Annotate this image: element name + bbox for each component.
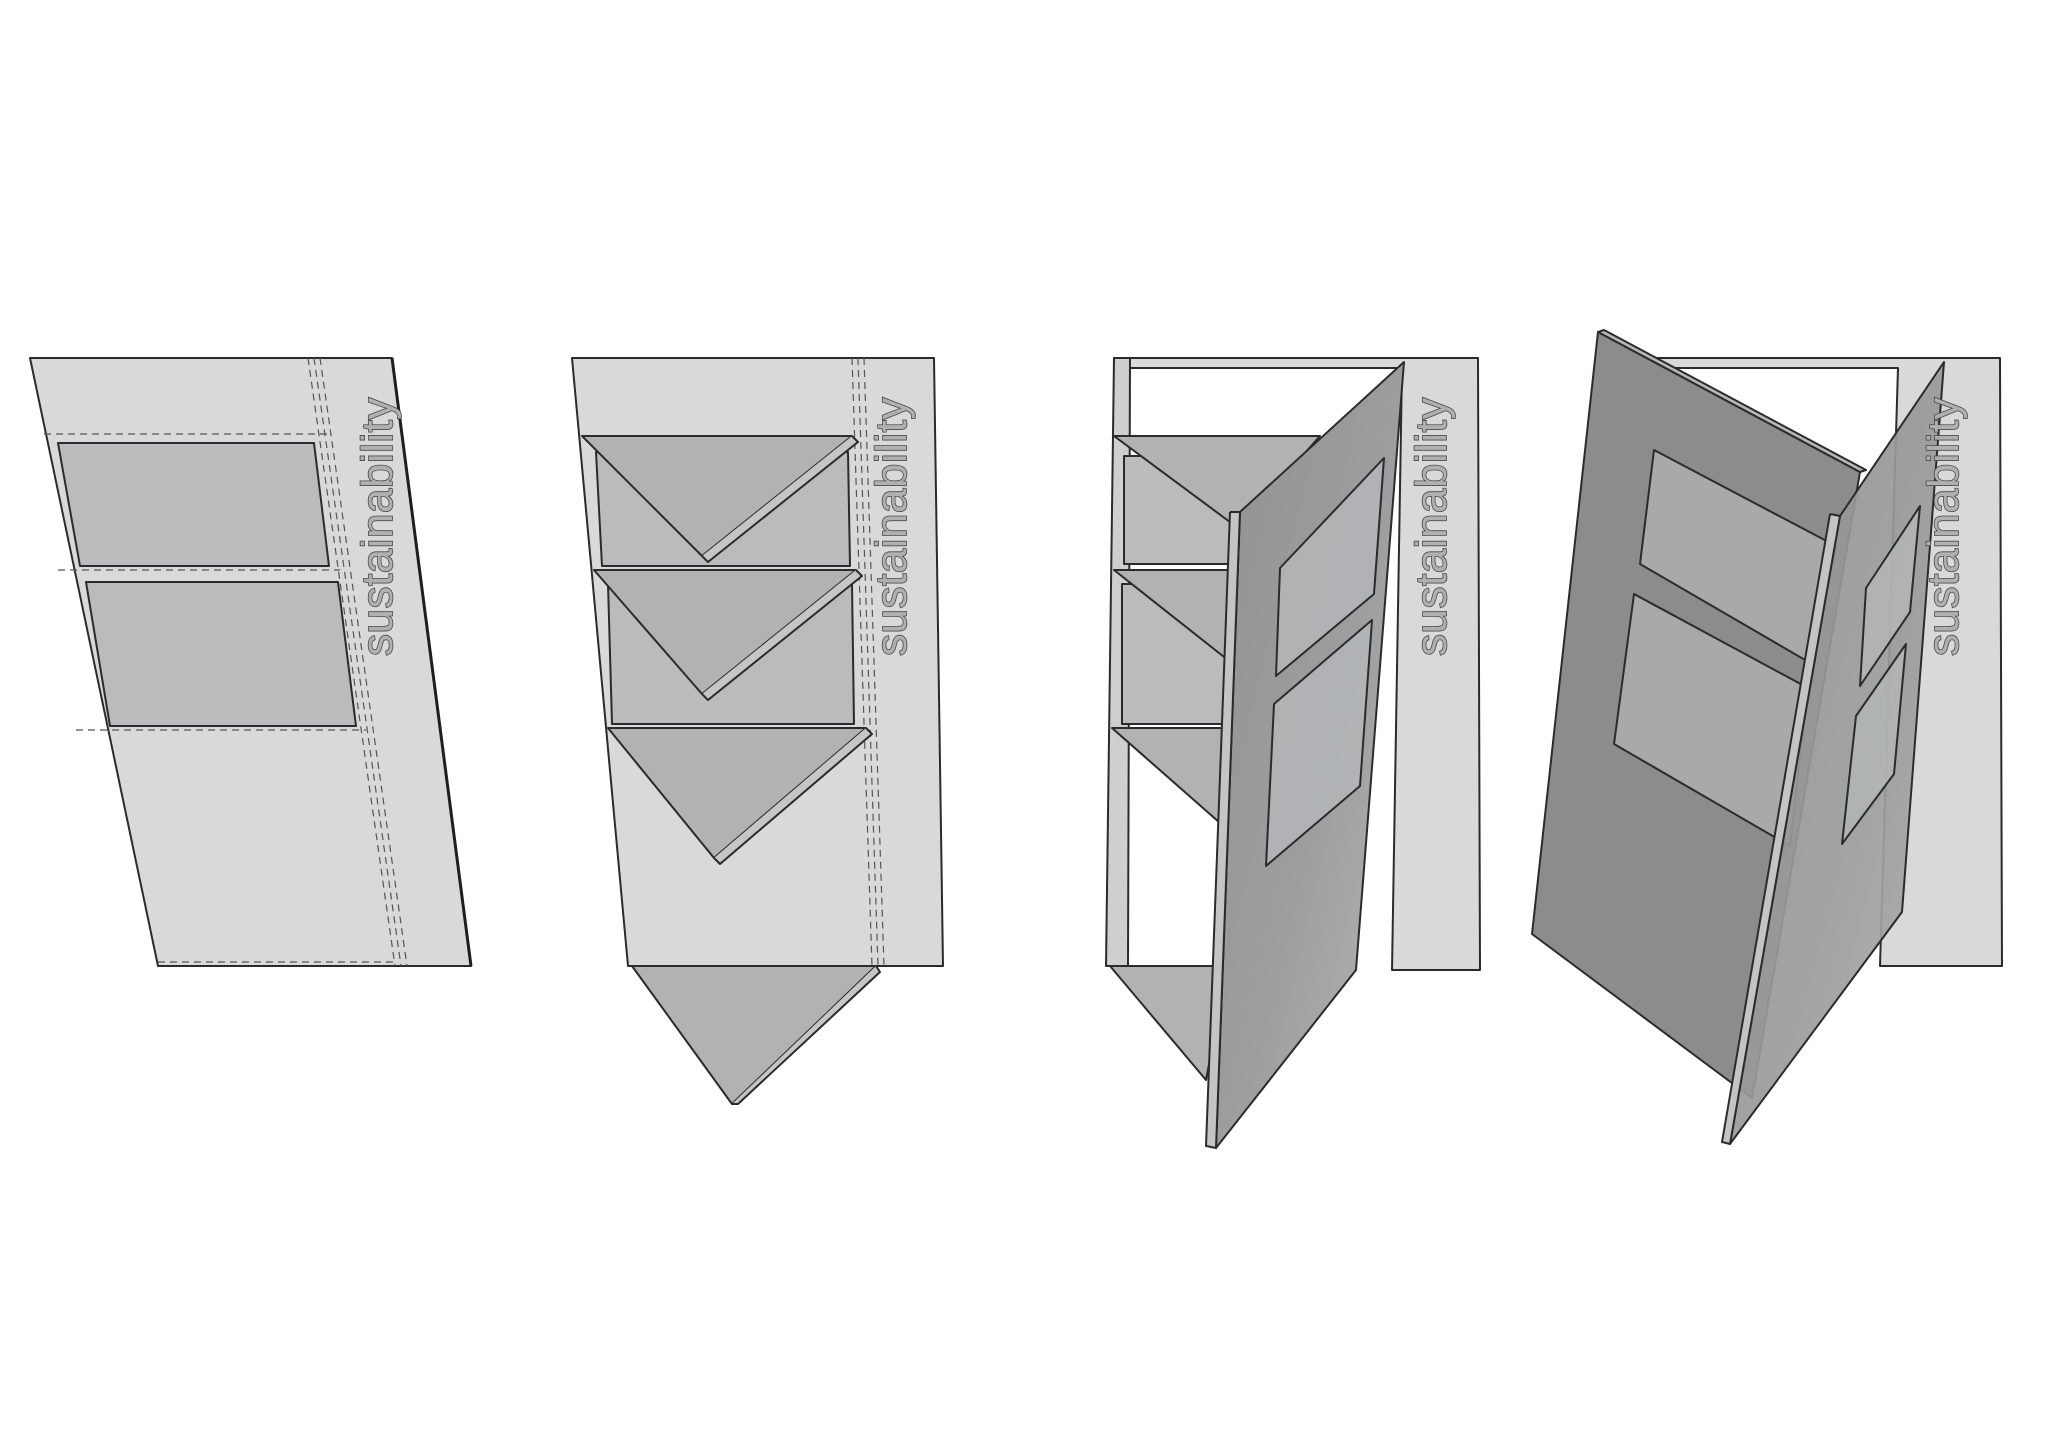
shelf-lower: [1111, 727, 1233, 831]
fold-line-vertical-a: [307, 357, 396, 967]
side-window-bottom: [1841, 643, 1907, 845]
step-4-doors-closing: sustainability: [1531, 329, 2003, 1145]
fold-line-vertical-c: [319, 357, 408, 967]
door-window-top: [1275, 457, 1385, 677]
fold-line-vertical-b: [857, 357, 879, 967]
step-3-door-opening: sustainability: [1105, 357, 1481, 1149]
cutout-panel-top: [57, 442, 330, 567]
step-1-label: sustainability: [353, 397, 402, 656]
side-door-thickness-edge: [1721, 513, 1841, 1145]
door-window-bottom: [1265, 619, 1373, 867]
shelf-top-edge: [701, 435, 859, 563]
shelf-base-edge: [732, 965, 881, 1105]
fold-line-vertical-b: [313, 357, 402, 967]
step-4-label: sustainability: [1919, 397, 1968, 656]
shelf-middle-edge: [701, 569, 863, 701]
cutout-panel-bottom: [85, 581, 357, 727]
fold-line-vertical-c: [863, 357, 885, 967]
fold-line-vertical-a: [851, 357, 873, 967]
front-door-edge: [1597, 329, 1867, 473]
step-2-shelves-folded: sustainability: [571, 357, 944, 1105]
side-window-top: [1859, 505, 1921, 687]
shelf-lower-edge: [713, 727, 873, 865]
step-3-label: sustainability: [1407, 397, 1456, 656]
step-2-label: sustainability: [867, 397, 916, 656]
door-thickness-edge: [1205, 511, 1241, 1149]
step-1-flat-sheet: sustainability: [29, 357, 473, 967]
sheet-thick-edge: [390, 357, 473, 967]
